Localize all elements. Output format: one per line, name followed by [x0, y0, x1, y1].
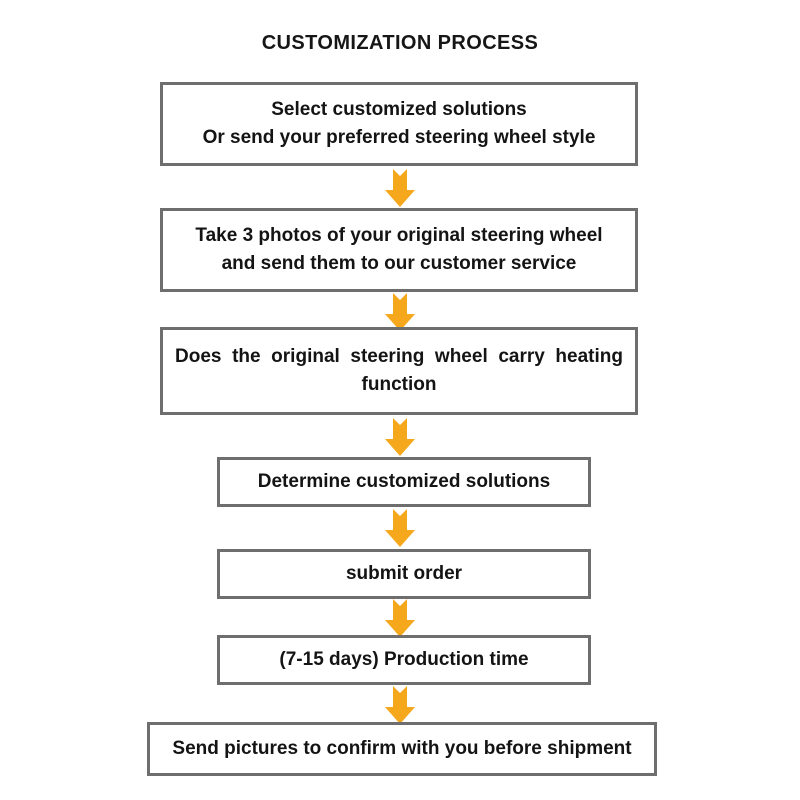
flow-node-label: Select customized solutions Or send your… [163, 96, 635, 151]
flow-node-confirm-pictures[interactable]: Send pictures to confirm with you before… [147, 722, 657, 776]
down-arrow-icon [383, 417, 417, 457]
flow-node-select-solutions[interactable]: Select customized solutions Or send your… [160, 82, 638, 166]
down-arrow-icon [383, 598, 417, 638]
flow-node-label: (7-15 days) Production time [279, 649, 529, 671]
down-arrow-icon [383, 168, 417, 208]
down-arrow-icon [383, 508, 417, 548]
flow-node-label: submit order [345, 563, 463, 585]
flow-node-line-1: Select customized solutions [271, 99, 527, 121]
flow-node-line-1: Take 3 photos of your original steering … [195, 225, 603, 247]
flow-node-submit-order[interactable]: submit order [217, 549, 591, 599]
flow-node-heating-question[interactable]: Does the original steering wheel carry h… [160, 327, 638, 415]
flow-node-line-2: function [361, 374, 437, 395]
flow-node-label: Does the original steering wheel carry h… [163, 343, 635, 398]
page-title: CUSTOMIZATION PROCESS [261, 32, 539, 54]
flow-node-determine-solutions[interactable]: Determine customized solutions [217, 457, 591, 507]
flow-node-label: Send pictures to confirm with you before… [172, 738, 632, 760]
flow-node-line-1: Does the original steering wheel carry h… [175, 346, 623, 368]
flow-node-production-time[interactable]: (7-15 days) Production time [217, 635, 591, 685]
flow-node-label: Take 3 photos of your original steering … [163, 222, 635, 277]
down-arrow-icon [383, 685, 417, 725]
flow-node-line-2: and send them to our customer service [221, 253, 577, 274]
down-arrow-icon [383, 292, 417, 332]
flow-node-label: Determine customized solutions [257, 471, 551, 493]
flow-node-line-2: Or send your preferred steering wheel st… [202, 127, 596, 148]
flow-node-take-photos[interactable]: Take 3 photos of your original steering … [160, 208, 638, 292]
